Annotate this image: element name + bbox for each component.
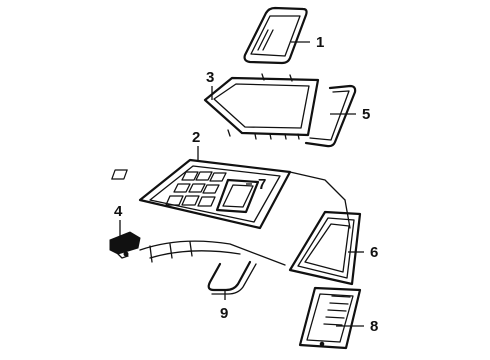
callout-labels: 1 2 3 4 5 6 7 8 9 (114, 34, 378, 335)
callout-4: 4 (114, 203, 123, 220)
callout-3: 3 (206, 69, 214, 86)
housing-cells (111, 169, 227, 207)
callout-7: 7 (258, 176, 266, 193)
callout-6: 6 (370, 244, 378, 261)
callout-8: 8 (370, 318, 378, 335)
roof-opening-part (111, 158, 346, 230)
deflector-strip-part (304, 84, 357, 148)
leader-lines (119, 41, 364, 327)
glass-frame-part (203, 73, 320, 140)
trim-channel-part (207, 260, 257, 295)
callout-9: 9 (220, 305, 228, 322)
callout-2: 2 (192, 129, 200, 146)
latch-handle-part (109, 231, 141, 259)
side-window-frame-part (288, 210, 362, 286)
callout-1: 1 (316, 34, 324, 51)
glass-panel-part (243, 6, 308, 65)
callout-5: 5 (362, 106, 370, 123)
louvered-panel-part (298, 286, 362, 350)
